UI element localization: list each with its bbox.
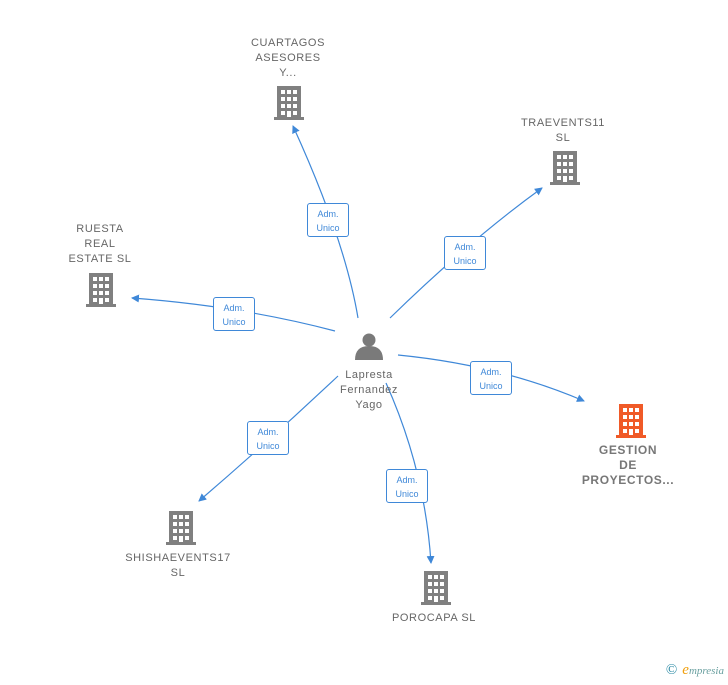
ruesta-building-icon[interactable] <box>86 273 116 307</box>
traevents-company-name[interactable]: TRAEVENTS11 SL <box>520 117 606 144</box>
porocapa-company-name[interactable]: POROCAPA SL <box>391 612 477 624</box>
gestion-company-name[interactable]: GESTION DE PROYECTOS... <box>581 443 675 487</box>
ruesta-role-badge: Adm. Unico <box>213 297 255 331</box>
shisha-building-icon[interactable] <box>166 511 196 545</box>
porocapa-building-icon[interactable] <box>421 571 451 605</box>
traevents-role-badge: Adm. Unico <box>444 236 486 270</box>
cuartagos-role-badge: Adm. Unico <box>307 203 349 237</box>
porocapa-role-badge: Adm. Unico <box>386 469 428 503</box>
traevents-building-icon[interactable] <box>550 151 580 185</box>
cuartagos-company-name[interactable]: CUARTAGOS ASESORES Y... <box>250 37 326 79</box>
ruesta-company-name[interactable]: RUESTA REAL ESTATE SL <box>68 223 132 265</box>
shisha-role-badge: Adm. Unico <box>247 421 289 455</box>
person-icon[interactable] <box>355 333 383 361</box>
gestion-role-badge: Adm. Unico <box>470 361 512 395</box>
gestion-building-icon[interactable] <box>616 404 646 438</box>
shisha-company-name[interactable]: SHISHAEVENTS17 SL <box>125 552 231 579</box>
person-name[interactable]: Lapresta Fernandez Yago <box>340 369 398 411</box>
cuartagos-building-icon[interactable] <box>274 86 304 120</box>
empresia-logo: ©empresia <box>665 662 724 678</box>
